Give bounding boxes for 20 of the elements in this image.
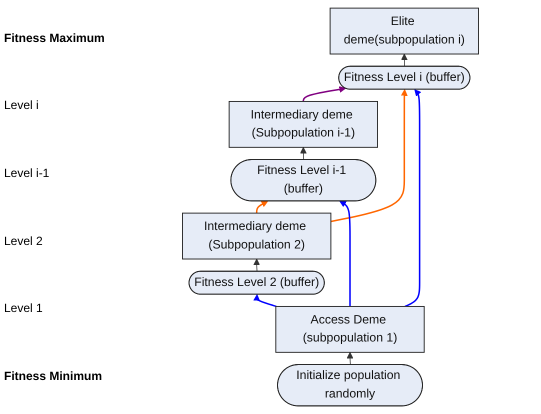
arrow (400, 54, 408, 68)
node-box: Access Deme (subpopulation 1) (275, 306, 425, 353)
arrow (256, 200, 268, 214)
level-label: Level 2 (4, 234, 44, 248)
axis-heading: Fitness Maximum (4, 30, 106, 45)
arrow (346, 352, 354, 366)
node-box: Intermediary deme (Subpopulation 2) (182, 212, 332, 260)
arrow (253, 294, 277, 308)
arrow (339, 200, 351, 306)
level-label: Level i-1 (4, 166, 50, 180)
arrow (302, 86, 346, 102)
axis-heading: Fitness Minimum (4, 369, 104, 384)
arrow (404, 89, 422, 308)
level-label: Level i (4, 98, 40, 112)
node-box: Intermediary deme (Subpopulation i-1) (228, 100, 378, 148)
node-box: Elite deme(subpopulation i) (330, 8, 479, 54)
arrow (330, 89, 408, 222)
arrow (300, 147, 307, 160)
arrow (253, 258, 260, 272)
level-label: Level 1 (4, 301, 44, 316)
